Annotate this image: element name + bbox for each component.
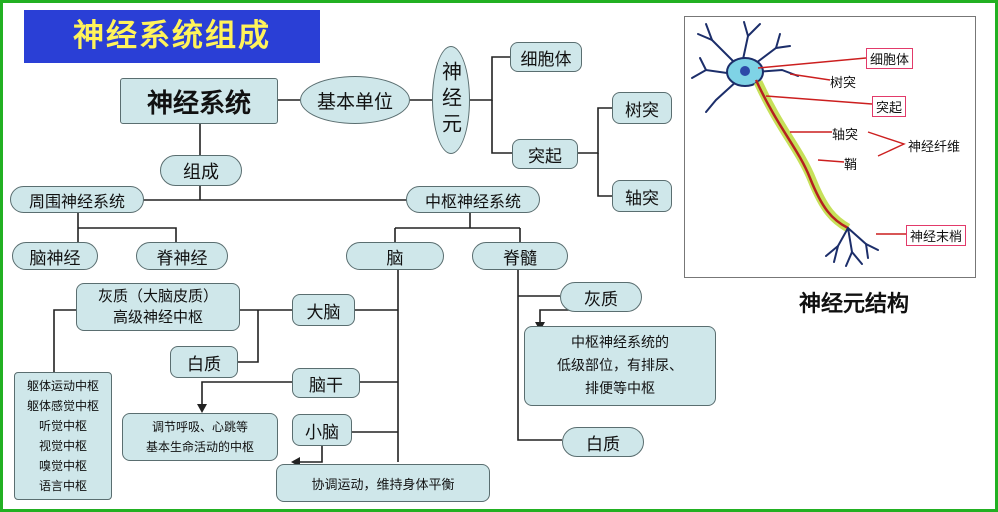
node-centers-list: 躯体运动中枢 躯体感觉中枢 听觉中枢 视觉中枢 嗅觉中枢 语言中枢 [14, 372, 112, 500]
page-title: 神经系统组成 [24, 10, 320, 63]
node-sc-gray-desc: 中枢神经系统的 低级部位，有排尿、 排便等中枢 [524, 326, 716, 406]
node-sc-gray: 灰质 [560, 282, 642, 312]
neuron-label-nerve-fiber: 神经纤维 [908, 140, 961, 155]
node-brain: 脑 [346, 242, 444, 270]
neuron-caption: 神经元结构 [798, 292, 909, 317]
node-spinal-cord: 脊髓 [472, 242, 568, 270]
node-nervous-system: 神经系统 [120, 78, 278, 124]
node-dendrite: 树突 [612, 92, 672, 124]
node-gray-cortex: 灰质（大脑皮质） 高级神经中枢 [76, 283, 240, 331]
node-brainstem-desc: 调节呼吸、心跳等 基本生命活动的中枢 [122, 413, 278, 461]
neuron-label-axon: 轴突 [832, 128, 859, 143]
node-spinal-nerve: 脊神经 [136, 242, 228, 270]
node-cerebellum-desc: 协调运动，维持身体平衡 [276, 464, 490, 502]
node-composition: 组成 [160, 155, 242, 186]
neuron-label-process: 突起 [872, 96, 907, 117]
neuron-label-sheath: 鞘 [844, 158, 858, 173]
node-process: 突起 [512, 139, 578, 169]
node-cerebellum: 小脑 [292, 414, 352, 446]
node-cerebrum: 大脑 [292, 294, 355, 326]
node-sc-white: 白质 [562, 427, 644, 457]
node-neuron: 神经元 [432, 46, 470, 154]
node-cell-body: 细胞体 [510, 42, 582, 72]
node-brainstem: 脑干 [292, 368, 360, 398]
node-pns: 周围神经系统 [10, 186, 144, 213]
node-cns: 中枢神经系统 [406, 186, 540, 213]
neuron-label-dendrite: 树突 [830, 76, 857, 91]
neuron-label-nerve-ending: 神经末梢 [906, 225, 967, 246]
node-white-matter-brain: 白质 [170, 346, 238, 378]
neuron-label-cell-body: 细胞体 [866, 48, 914, 69]
node-axon: 轴突 [612, 180, 672, 212]
node-basic-unit: 基本单位 [300, 76, 410, 124]
node-cranial-nerve: 脑神经 [12, 242, 98, 270]
